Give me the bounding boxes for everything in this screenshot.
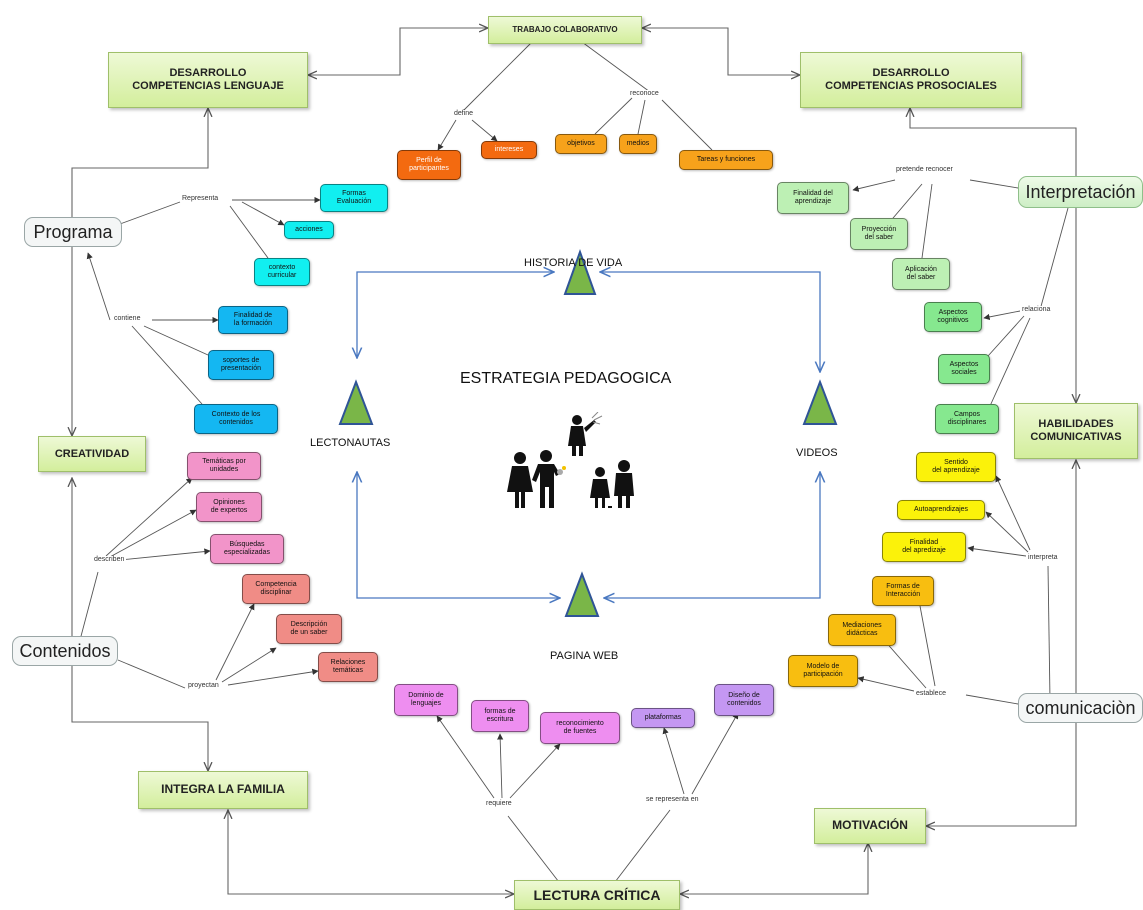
aplicacion-saber-node[interactable]: Aplicación del saber [892,258,950,290]
interpretacion-node[interactable]: Interpretación [1018,176,1143,208]
autoaprendizajes-node[interactable]: Autoaprendizajes [897,500,985,520]
plataformas-node[interactable]: plataformas [631,708,695,728]
intereses-node[interactable]: intereses [481,141,537,159]
busquedas-especializadas-node[interactable]: Búsquedas especializadas [210,534,284,564]
programa-node[interactable]: Programa [24,217,122,247]
creatividad-node[interactable]: CREATIVIDAD [38,436,146,472]
modelo-participacion-node[interactable]: Modelo de participación [788,655,858,687]
tematicas-unidades-node[interactable]: Temáticas por unidades [187,452,261,480]
formas-interaccion-node[interactable]: Formas de Interacción [872,576,934,606]
sentido-aprendizaje-node[interactable]: Sentido del aprendizaje [916,452,996,482]
students-teacher-icon [507,412,634,508]
comunicacion-node[interactable]: comunicaciòn [1018,693,1143,723]
pretende-reconocer-label: pretende recnocer [894,166,955,173]
establece-label: establece [914,690,948,697]
soportes-presentacion-node[interactable]: soportes de presentación [208,350,274,380]
finalidad-aprendizaje-node[interactable]: Finalidad del aprendizaje [777,182,849,214]
opiniones-expertos-node[interactable]: Opiniones de expertos [196,492,262,522]
campos-disciplinares-node[interactable]: Campos disciplinares [935,404,999,434]
proyeccion-saber-node[interactable]: Proyección del saber [850,218,908,250]
dominio-lenguajes-node[interactable]: Dominio de lenguajes [394,684,458,716]
historia-de-vida-label: HISTORIA DE VIDA [524,257,623,269]
diseno-contenidos-node[interactable]: Diseño de contenidos [714,684,774,716]
aspectos-cognitivos-node[interactable]: Aspectos cognitivos [924,302,982,332]
integra-la-familia-node[interactable]: INTEGRA LA FAMILIA [138,771,308,809]
pagina-web-label: PAGINA WEB [550,650,619,662]
relaciona-label: relaciona [1020,306,1053,313]
medios-node[interactable]: medios [619,134,657,154]
desarrollo-competencias-lenguaje-node[interactable]: DESARROLLO COMPETENCIAS LENGUAJE [108,52,308,108]
mediaciones-didacticas-node[interactable]: Mediaciones didácticas [828,614,896,646]
lectonautas-label: LECTONAUTAS [310,437,391,449]
videos-label: VIDEOS [796,447,838,459]
aspectos-sociales-node[interactable]: Aspectos sociales [938,354,990,384]
contexto-contenidos-node[interactable]: Contexto de los contenidos [194,404,278,434]
contexto-curricular-node[interactable]: contexto curricular [254,258,310,286]
requiere-label: requiere [484,800,514,807]
lectonautas-triangle [338,379,374,425]
perfil-participantes-node[interactable]: Perfil de participantes [397,150,461,180]
trabajo-colaborativo-node[interactable]: TRABAJO COLABORATIVO [488,16,642,44]
desarrollo-competencias-prosociales-node[interactable]: DESARROLLO COMPETENCIAS PROSOCIALES [800,52,1022,108]
habilidades-comunicativas-node[interactable]: HABILIDADES COMUNICATIVAS [1014,403,1138,459]
define-label: define [452,110,476,117]
objetivos-node[interactable]: objetivos [555,134,607,154]
historia-triangle [563,249,597,295]
motivacion-node[interactable]: MOTIVACIÓN [814,808,926,844]
estrategia-pedagogica-title: ESTRATEGIA PEDAGOGICA [460,370,672,387]
competencia-disciplinar-node[interactable]: Competencia disciplinar [242,574,310,604]
pagina-triangle [564,571,600,617]
interpreta-label: interpreta [1026,554,1060,561]
finalidad-apredizaje-node[interactable]: Finalidad del apredizaje [882,532,966,562]
contiene-label: contiene [112,315,143,322]
contenidos-node[interactable]: Contenidos [12,636,118,666]
formas-evaluacion-node[interactable]: Formas Evaluación [320,184,388,212]
tareas-funciones-node[interactable]: Tareas y funciones [679,150,773,170]
proyectan-label: proyectan [186,682,221,689]
videos-triangle [802,379,838,425]
describen-label: describen [92,556,127,563]
reconoce-label: reconoce [628,90,661,97]
descripcion-saber-node[interactable]: Descripción de un saber [276,614,342,644]
acciones-node[interactable]: acciones [284,221,334,239]
se-representa-en-label: se representa en [644,796,701,803]
representa-label: Representa [180,195,221,202]
finalidad-formacion-node[interactable]: Finalidad de la formación [218,306,288,334]
reconocimiento-fuentes-node[interactable]: reconocimiento de fuentes [540,712,620,744]
lectura-critica-node[interactable]: LECTURA CRÍTICA [514,880,680,910]
formas-escritura-node[interactable]: formas de escritura [471,700,529,732]
relaciones-tematicas-node[interactable]: Relaciones temáticas [318,652,378,682]
